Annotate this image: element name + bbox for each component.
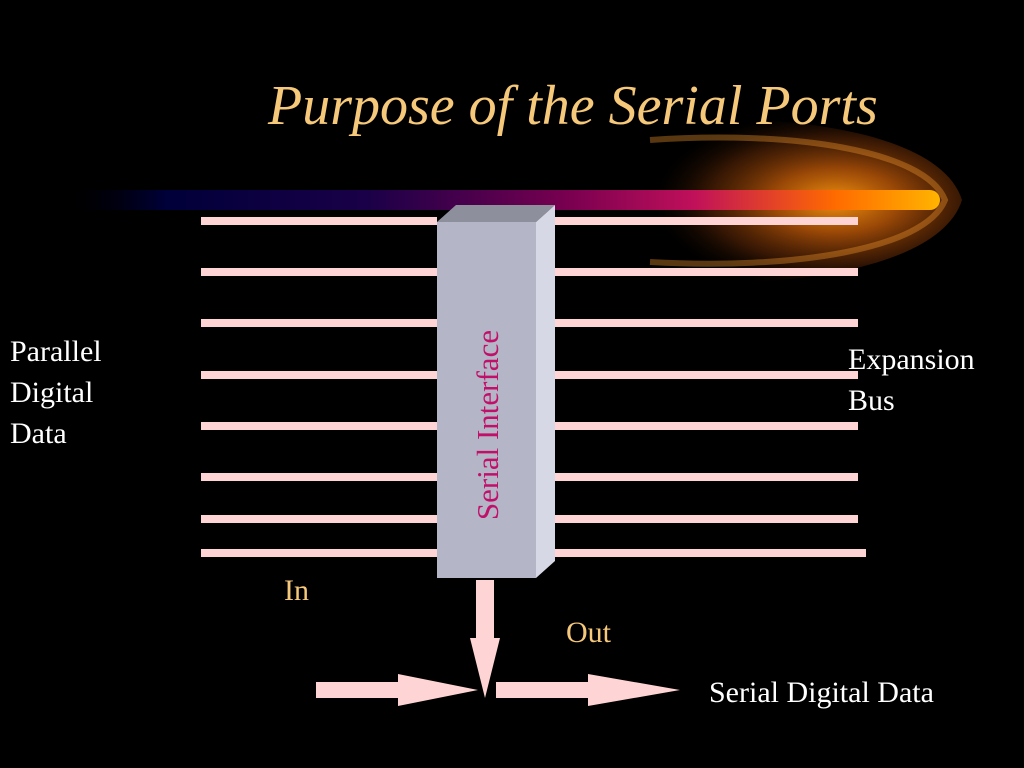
serial-output-arrows [316, 580, 680, 706]
serial-interface-box: Serial Interface [437, 205, 555, 578]
parallel-bus-line [201, 217, 437, 225]
label-line: Data [10, 417, 67, 450]
expansion-bus-line [553, 473, 858, 481]
down-arrow [470, 580, 500, 698]
label-line: Parallel [10, 335, 102, 368]
comet-streak-decoration [60, 118, 962, 284]
out-label: Out [566, 616, 611, 649]
expansion-bus-line [553, 549, 866, 557]
parallel-bus-line [201, 319, 437, 327]
expansion-bus-line [553, 217, 858, 225]
comet-streak [60, 190, 940, 210]
box-front-face [437, 222, 536, 578]
comet-glow-ring [649, 134, 949, 267]
parallel-bus-line [201, 371, 437, 379]
expansion-bus-line [553, 371, 858, 379]
parallel-bus-line [201, 515, 437, 523]
serial-interface-label: Serial Interface [470, 330, 505, 520]
box-side-face [536, 205, 555, 578]
box-top-face [437, 205, 555, 222]
in-label: In [284, 574, 309, 607]
expansion-bus-line [553, 422, 858, 430]
parallel-digital-data-label: Parallel Digital Data [10, 331, 102, 454]
output-arrow [496, 674, 680, 706]
parallel-bus-line [201, 549, 437, 557]
expansion-bus-line [553, 268, 858, 276]
parallel-bus-line [201, 473, 437, 481]
expansion-bus-label: Expansion Bus [848, 339, 975, 421]
parallel-bus-lines [201, 217, 437, 557]
label-line: Expansion [848, 343, 975, 376]
label-line: Digital [10, 376, 94, 409]
expansion-bus-line [553, 515, 858, 523]
slide-title: Purpose of the Serial Ports [268, 75, 878, 137]
serial-digital-data-label: Serial Digital Data [709, 676, 934, 709]
parallel-bus-line [201, 268, 437, 276]
parallel-bus-line [201, 422, 437, 430]
expansion-bus-line [553, 319, 858, 327]
expansion-bus-lines [553, 217, 866, 557]
label-line: Bus [848, 384, 895, 417]
input-arrow [316, 674, 478, 706]
